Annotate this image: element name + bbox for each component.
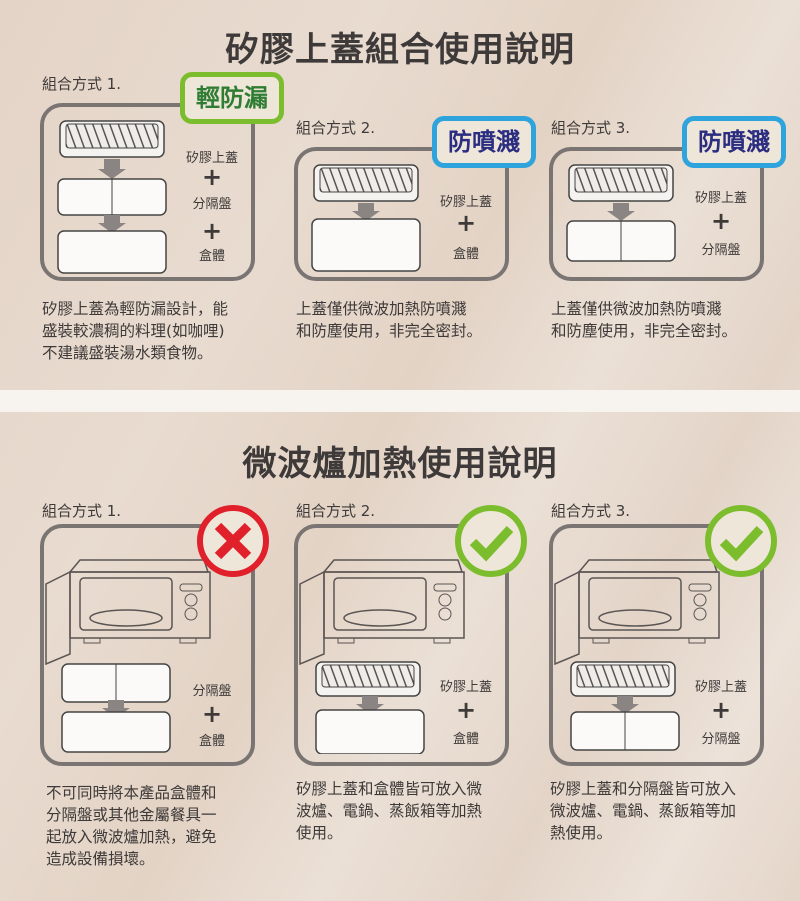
lid-instructions-section: 矽膠上蓋組合使用說明 組合方式 1. 矽膠上蓋 + 分隔盤 + 盒體 輕防漏 矽… xyxy=(0,0,800,390)
description-line: 矽膠上蓋和分隔盤皆可放入 xyxy=(550,780,737,798)
lid-divider-box-illustration xyxy=(57,120,167,274)
microwave-lid-box-illustration xyxy=(299,559,465,754)
description-line: 分隔盤或其他金屬餐具一 xyxy=(46,806,217,824)
combination-label: 組合方式 1. xyxy=(42,502,122,520)
description-line: 造成設備損壞。 xyxy=(46,850,155,868)
combination-panel: 分隔盤 + 盒體 xyxy=(40,524,255,766)
microwave-lid-divider-illustration xyxy=(554,559,720,751)
part-label-divider: 分隔盤 xyxy=(701,243,741,258)
description-line: 矽膠上蓋和盒體皆可放入微 xyxy=(296,780,483,798)
description-line: 起放入微波爐加熱，避免 xyxy=(46,828,217,846)
combination-description: 矽膠上蓋和分隔盤皆可放入 微波爐、電鍋、蒸飯箱等加 熱使用。 xyxy=(550,778,736,844)
lid-divider-illustration xyxy=(566,164,676,262)
microwave-divider-box-illustration xyxy=(45,559,211,753)
combination-label: 組合方式 3. xyxy=(551,119,631,137)
check-icon xyxy=(455,505,527,577)
combination-label: 組合方式 1. xyxy=(42,75,122,93)
plus-icon: + xyxy=(710,696,732,724)
badge-splash-proof: 防噴濺 xyxy=(682,116,786,168)
combination-label: 組合方式 3. xyxy=(551,502,631,520)
part-label-divider: 分隔盤 xyxy=(192,684,232,699)
part-label-lid: 矽膠上蓋 xyxy=(694,680,747,695)
badge-light-leakproof: 輕防漏 xyxy=(180,72,284,124)
description-line: 矽膠上蓋為輕防漏設計，能 xyxy=(42,300,229,318)
description-line: 上蓋僅供微波加熱防噴濺 xyxy=(296,300,467,318)
combination-description: 上蓋僅供微波加熱防噴濺 和防塵使用，非完全密封。 xyxy=(551,298,737,342)
description-line: 使用。 xyxy=(296,824,343,842)
part-label-box: 盒體 xyxy=(198,249,225,264)
section-title: 微波爐加熱使用說明 xyxy=(242,444,558,484)
section-title: 矽膠上蓋組合使用說明 xyxy=(225,30,575,70)
plus-icon: + xyxy=(455,696,477,724)
plus-icon: + xyxy=(201,700,223,728)
combination-panel: 矽膠上蓋 + 盒體 xyxy=(294,147,509,281)
badge-splash-proof: 防噴濺 xyxy=(432,116,536,168)
part-label-lid: 矽膠上蓋 xyxy=(185,151,238,166)
combination-label: 組合方式 2. xyxy=(296,119,376,137)
plus-icon: + xyxy=(201,163,223,191)
part-label-lid: 矽膠上蓋 xyxy=(439,195,492,210)
description-line: 盛裝較濃稠的料理(如咖哩) xyxy=(42,322,225,340)
part-label-lid: 矽膠上蓋 xyxy=(439,680,492,695)
description-line: 上蓋僅供微波加熱防噴濺 xyxy=(551,300,722,318)
description-line: 和防塵使用，非完全密封。 xyxy=(296,322,483,340)
combination-panel: 矽膠上蓋 + 分隔盤 xyxy=(549,524,764,766)
description-line: 波爐、電鍋、蒸飯箱等加熱 xyxy=(296,802,483,820)
description-line: 不可同時將本產品盒體和 xyxy=(46,784,217,802)
combination-panel: 矽膠上蓋 + 盒體 xyxy=(294,524,509,766)
combination-label: 組合方式 2. xyxy=(296,502,376,520)
part-label-box: 盒體 xyxy=(452,247,479,262)
part-label-lid: 矽膠上蓋 xyxy=(694,191,747,206)
part-label-divider: 分隔盤 xyxy=(701,732,741,747)
part-label-box: 盒體 xyxy=(198,734,225,749)
combination-panel: 矽膠上蓋 + 分隔盤 xyxy=(549,147,764,281)
combination-panel: 矽膠上蓋 + 分隔盤 + 盒體 xyxy=(40,103,255,281)
check-icon xyxy=(705,505,777,577)
description-line: 微波爐、電鍋、蒸飯箱等加 xyxy=(550,802,737,820)
lid-box-illustration xyxy=(311,164,421,272)
part-label-box: 盒體 xyxy=(452,732,479,747)
combination-description: 矽膠上蓋和盒體皆可放入微 波爐、電鍋、蒸飯箱等加熱 使用。 xyxy=(296,778,482,844)
description-line: 熱使用。 xyxy=(550,824,613,842)
plus-icon: + xyxy=(201,217,223,245)
combination-description: 上蓋僅供微波加熱防噴濺 和防塵使用，非完全密封。 xyxy=(296,298,482,342)
section-divider xyxy=(0,390,800,412)
combination-description: 矽膠上蓋為輕防漏設計，能 盛裝較濃稠的料理(如咖哩) 不建議盛裝湯水類食物。 xyxy=(42,298,228,364)
part-label-divider: 分隔盤 xyxy=(192,197,232,212)
cross-icon xyxy=(197,505,269,577)
description-line: 和防塵使用，非完全密封。 xyxy=(551,322,738,340)
description-line: 不建議盛裝湯水類食物。 xyxy=(42,344,213,362)
plus-icon: + xyxy=(710,207,732,235)
plus-icon: + xyxy=(455,209,477,237)
combination-description: 不可同時將本產品盒體和 分隔盤或其他金屬餐具一 起放入微波爐加熱，避免 造成設備… xyxy=(46,782,217,870)
microwave-instructions-section: 微波爐加熱使用說明 組合方式 1. 分隔盤 + 盒體 不可同時將本 xyxy=(0,412,800,901)
